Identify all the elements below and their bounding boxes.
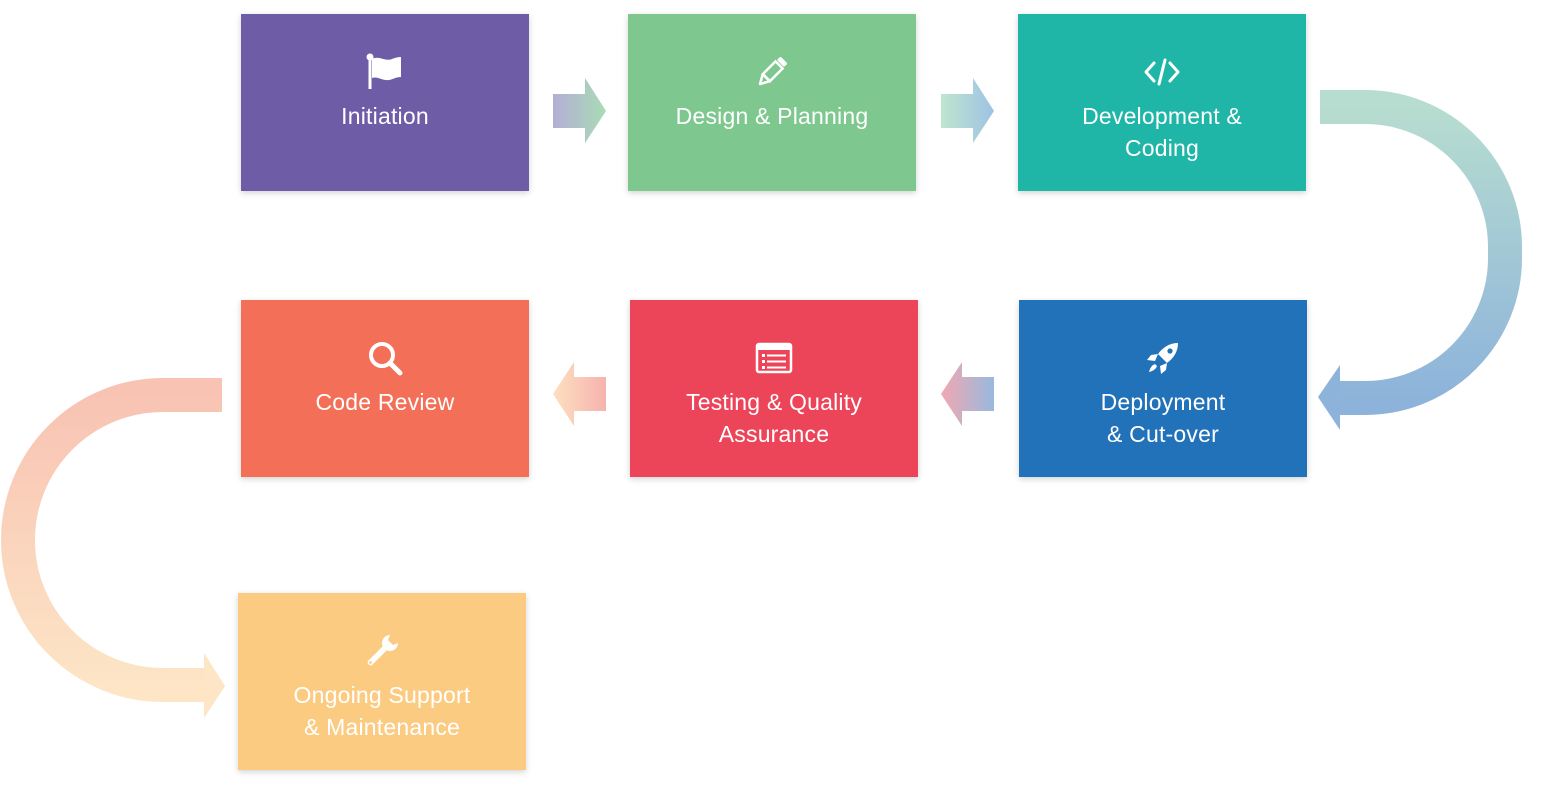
- step-code-review: Code Review: [241, 300, 529, 477]
- step-development-coding: Development & Coding: [1018, 14, 1306, 191]
- step-label: Code Review: [315, 389, 455, 415]
- code-icon: [1140, 50, 1184, 94]
- step-label: Initiation: [341, 103, 429, 129]
- step-deployment-cutover: Deployment & Cut-over: [1019, 300, 1307, 477]
- arrow-development-to-deployment: [1318, 90, 1522, 430]
- step-initiation: Initiation: [241, 14, 529, 191]
- arrow-initiation-to-design: [553, 78, 606, 143]
- list-window-icon: [752, 336, 796, 380]
- rocket-icon: [1141, 336, 1185, 380]
- arrow-testing-to-review: [553, 362, 606, 426]
- flag-icon: [363, 50, 407, 94]
- step-ongoing-support: Ongoing Support & Maintenance: [238, 593, 526, 770]
- arrow-review-to-support: [0, 378, 225, 718]
- step-label: Testing & Quality Assurance: [686, 389, 862, 447]
- arrow-design-to-development: [941, 78, 994, 143]
- step-design-planning: Design & Planning: [628, 14, 916, 191]
- pencil-icon: [750, 50, 794, 94]
- wrench-icon: [360, 629, 404, 673]
- step-label: Deployment & Cut-over: [1100, 389, 1226, 447]
- step-label: Development & Coding: [1082, 103, 1242, 161]
- step-label: Design & Planning: [675, 103, 869, 129]
- step-testing-quality: Testing & Quality Assurance: [630, 300, 918, 477]
- arrow-deployment-to-testing: [941, 362, 994, 426]
- step-label: Ongoing Support & Maintenance: [293, 682, 471, 740]
- search-icon: [363, 336, 407, 380]
